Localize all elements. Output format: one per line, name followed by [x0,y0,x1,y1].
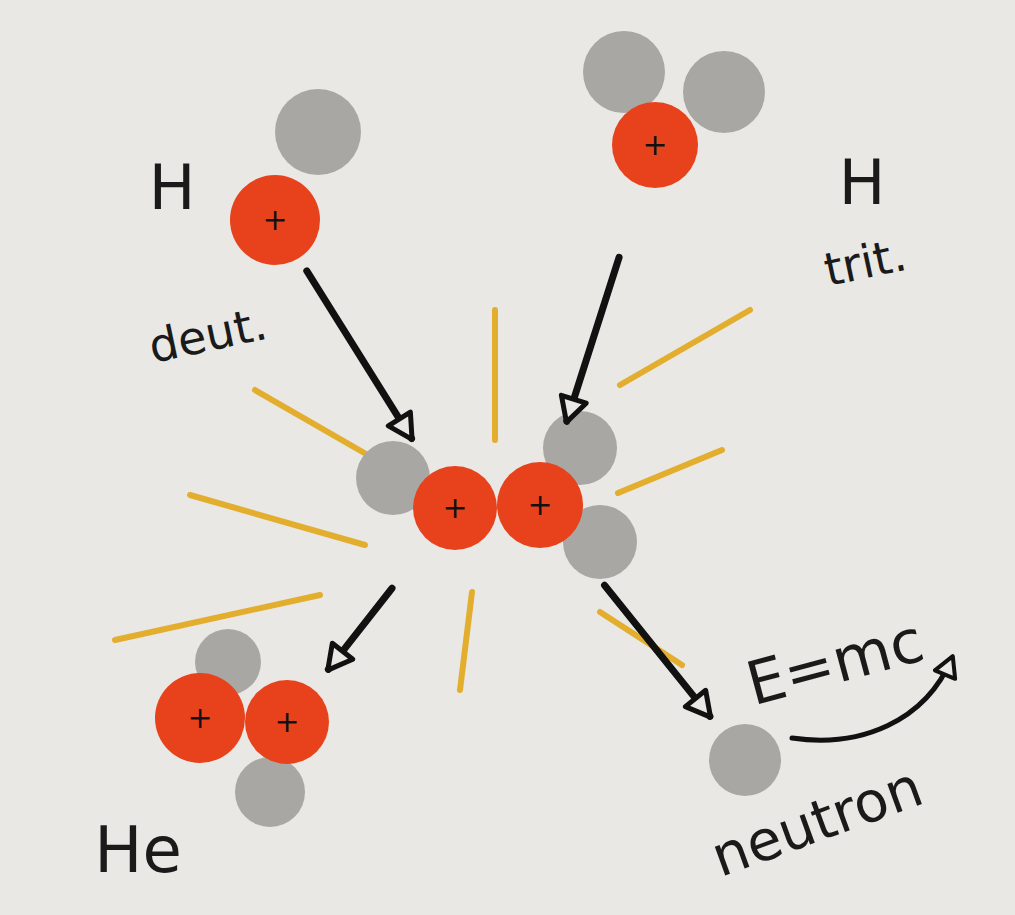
handwritten-label: H [149,157,196,219]
reaction-arrow [567,257,619,421]
proton-particle: + [612,102,698,188]
proton-particle: + [413,466,497,550]
reaction-arrow [605,585,710,716]
handwritten-label: deut. [145,300,271,370]
handwritten-label: He [94,818,182,882]
charge-sign: + [442,493,467,523]
proton-particle: + [230,175,320,265]
energy-rays [115,310,750,690]
handwritten-label: trit. [820,231,910,293]
proton-particle: + [245,680,329,764]
charge-sign: + [642,130,667,160]
charge-sign: + [187,703,212,733]
handwritten-label: H [839,152,886,214]
charge-sign: + [274,707,299,737]
handwritten-label: E=mc [740,610,929,714]
particle-shape [709,724,781,796]
proton-particle: + [155,673,245,763]
reaction-arrow [328,588,392,669]
neutron-particle: neutron [709,724,781,796]
reaction-arrow [307,271,412,439]
charge-sign: + [262,205,287,235]
proton-particle: + [497,462,583,548]
neutron-particles [195,31,765,827]
charge-sign: + [527,490,552,520]
